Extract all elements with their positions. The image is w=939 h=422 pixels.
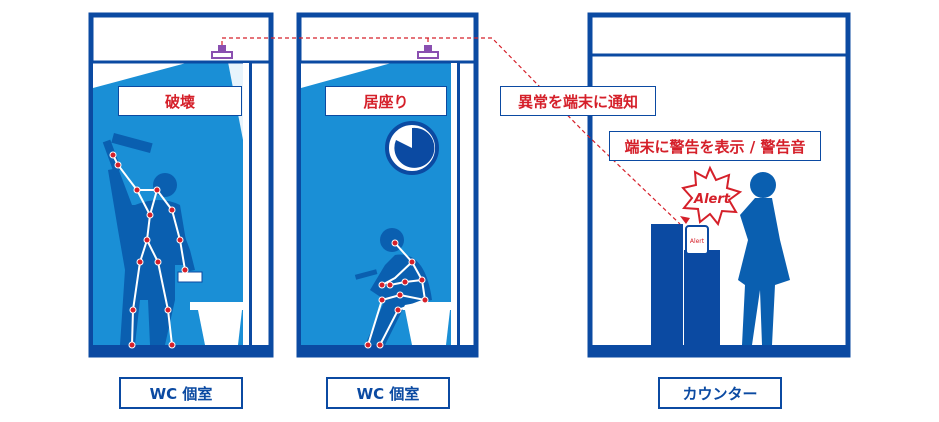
skeleton-joints-middle bbox=[364, 239, 429, 349]
action-label-middle: 居座り bbox=[325, 86, 447, 116]
room-middle bbox=[296, 12, 479, 358]
caption-right-text: カウンター bbox=[682, 384, 758, 403]
action-label-left: 破壊 bbox=[118, 86, 242, 116]
action-label-left-text: 破壊 bbox=[164, 92, 195, 111]
skeleton-joints-left bbox=[109, 151, 189, 349]
caption-middle-text: WC 個室 bbox=[356, 384, 420, 403]
sensor-link-lines bbox=[221, 37, 681, 225]
ceiling-sensor-icon bbox=[211, 45, 233, 59]
caption-middle: WC 個室 bbox=[326, 377, 450, 409]
toilet-icon bbox=[92, 302, 270, 353]
mobile-terminal-icon: Alert bbox=[685, 225, 709, 255]
ceiling-sensor-icon bbox=[417, 45, 439, 59]
device-screen-text: Alert bbox=[690, 238, 705, 245]
toilet-icon bbox=[300, 302, 475, 353]
action-label-middle-text: 居座り bbox=[363, 92, 409, 111]
alert-badge-text: Alert bbox=[693, 192, 731, 207]
clock-icon bbox=[385, 121, 439, 175]
alert-burst-icon: Alert bbox=[681, 165, 743, 227]
person-sitting bbox=[354, 228, 432, 345]
display-warning-text: 端末に警告を表示 / 警告音 bbox=[624, 137, 806, 156]
room-right: Alert Alert bbox=[587, 12, 851, 358]
caption-left-text: WC 個室 bbox=[149, 384, 213, 403]
caption-right: カウンター bbox=[658, 377, 782, 409]
notify-terminal-label: 異常を端末に通知 bbox=[500, 86, 656, 116]
person-staff bbox=[738, 172, 790, 345]
caption-left: WC 個室 bbox=[119, 377, 243, 409]
counter bbox=[651, 224, 720, 346]
display-warning-label: 端末に警告を表示 / 警告音 bbox=[609, 131, 821, 161]
notify-terminal-text: 異常を端末に通知 bbox=[517, 92, 638, 111]
room-left bbox=[88, 12, 274, 358]
